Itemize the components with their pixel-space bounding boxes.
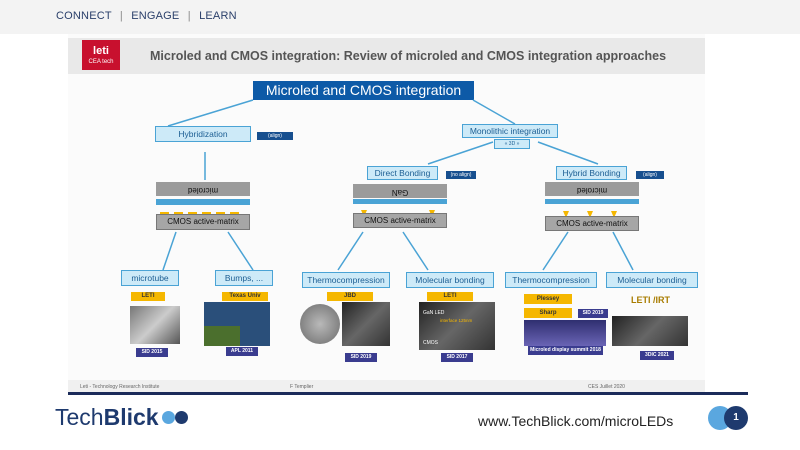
image-bumps-board [204,326,240,346]
connector [537,141,599,165]
logo-blick-text: Blick [103,404,159,430]
direct-bonding-tag: (no align) [446,171,476,179]
leaf-bumps: Bumps, ... [215,270,273,286]
connector [402,231,429,271]
chip3-cmos: CMOS active-matrix [545,216,639,231]
slide-title: Microled and CMOS integration: Review of… [150,49,667,63]
direct-bonding-box: Direct Bonding [367,166,438,180]
source-leti-1: LETI [131,292,165,301]
top-navigation: CONNECT | ENGAGE | LEARN [56,10,237,22]
nav-connect[interactable]: CONNECT [56,10,112,22]
footer-mid: F Templier [290,384,314,390]
connector [542,231,569,271]
page-number-badge: 1 [724,406,748,430]
nav-separator: | [187,10,191,22]
ref-sid-2019: SID 2019 [345,353,377,362]
nav-separator: | [119,10,123,22]
image-molecular-bonding [419,302,495,350]
connector [337,231,364,271]
leaf-microtube: microtube [121,270,179,286]
connector [162,231,177,271]
chip3-interface [545,199,639,204]
chip1-interface [156,199,250,205]
leaf-molecular-bonding-2: Molecular bonding [606,272,698,288]
slide-header [68,38,705,74]
ref-microled-display-summit: Microled display summit 2018 [528,346,603,355]
source-leti-2: LETI [427,292,473,301]
image-jbd-section [342,302,390,346]
photo-label-cmos: CMOS [423,340,438,346]
leaf-thermocompression-1: Thermocompression [302,272,390,288]
ref-sid-2019-sharp: SID 2019 [578,309,608,318]
tree-connectors [162,99,634,271]
chip1-microled-layer: microled [156,182,250,196]
connector [612,231,634,271]
hybrid-bonding-box: Hybrid Bonding [556,166,627,180]
image-leti-irt [612,316,688,346]
chip3-arrows [545,206,639,218]
photo-label-gan: GaN LED [423,310,445,316]
website-url[interactable]: www.TechBlick.com/microLEDs [478,413,674,429]
nav-learn[interactable]: LEARN [199,10,237,22]
image-wafer [300,304,340,344]
chip2-gan-layer: GaN [353,184,447,198]
connector [472,99,516,125]
chip2-interface [353,199,447,204]
connector [427,141,494,165]
techblick-logo[interactable]: TechBlick [55,404,159,431]
photo-label-interface: interface 125nm [440,318,473,323]
image-microtube [130,306,180,344]
leti-logo-text: leti [93,45,109,57]
top-bar [0,0,800,34]
image-sharp-display [524,320,606,346]
nav-engage[interactable]: ENGAGE [131,10,180,22]
leaf-molecular-bonding-1: Molecular bonding [406,272,494,288]
source-sharp: Sharp [524,308,572,318]
monolithic-box: Monolithic integration [462,124,558,138]
logo-dot-icon [162,411,175,424]
ref-3dic-2021: 3DIC 2021 [640,351,674,360]
leti-logo: leti CEA tech [82,40,120,70]
chip2-arrows [353,205,447,217]
hybridization-box: Hybridization [155,126,251,142]
main-topic-box: Microled and CMOS integration [253,81,474,100]
hybridization-tag: (align) [257,132,293,140]
source-leti-irt: LETI /IRT [631,295,670,305]
source-jbd: JBD [327,292,373,301]
chip1-bumps [158,206,248,218]
connector [167,99,254,127]
logo-dot-icon [175,411,188,424]
source-plessey: Plessey [524,294,572,304]
leti-logo-sub: CEA tech [88,59,114,65]
footer-right: CES Juillet 2020 [588,384,625,390]
chip2-cmos: CMOS active-matrix [353,213,447,228]
leaf-thermocompression-2: Thermocompression [505,272,597,288]
ref-sid-2017: SID 2017 [441,353,473,362]
monolithic-tag: « 3D » [494,139,530,149]
hybrid-bonding-tag: (align) [636,171,664,179]
footer-rule [68,392,748,395]
slide-footer: Leti - Technology Research Institute F T… [68,380,705,394]
ref-sid-2015: SID 2015 [136,348,168,357]
source-texas-univ: Texas Univ [222,292,268,301]
footer-left: Leti - Technology Research Institute [80,384,160,390]
ref-apl-2011: APL 2011 [226,347,258,356]
logo-tech-text: Tech [55,404,104,430]
chip1-cmos: CMOS active-matrix [156,214,250,230]
connector [227,231,254,271]
chip3-microled-layer: microled [545,182,639,196]
